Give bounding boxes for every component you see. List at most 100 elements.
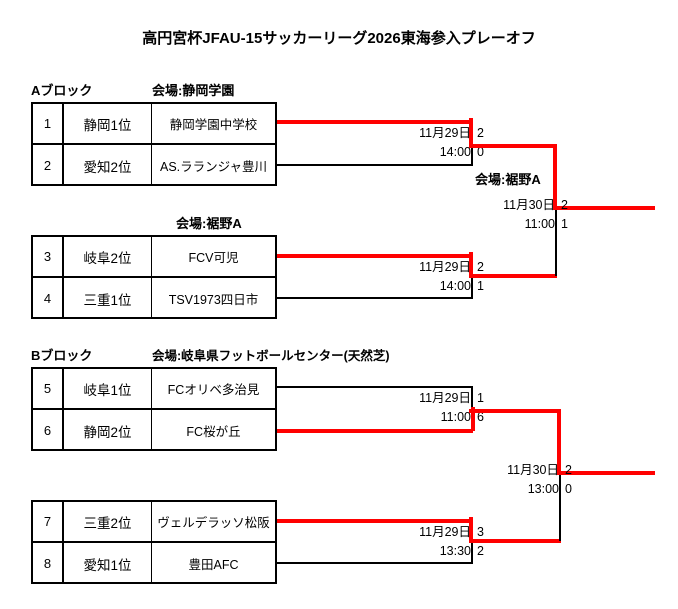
block-label-b: Bブロック [31, 348, 93, 363]
block-label-a: Aブロック [31, 83, 93, 98]
qualifier-rank: 岐阜1位 [64, 369, 152, 408]
feed-line-seed8 [277, 562, 473, 564]
team-name: FC桜が丘 [186, 425, 241, 439]
seed-number: 5 [33, 369, 64, 408]
advance-line-b-sf1 [469, 409, 561, 413]
match-date: 11月29日 [419, 126, 471, 140]
match-score-b-sf1: 1 6 [477, 389, 484, 427]
score-top: 2 [561, 198, 568, 212]
seed-number: 4 [33, 278, 64, 319]
seed-number: 8 [33, 543, 64, 584]
feed-line-seed4 [277, 297, 473, 299]
table-row[interactable]: 2 愛知2位 AS.ラランジャ豊川 [33, 145, 275, 186]
winner-line-a-sf1 [469, 118, 473, 144]
score-bottom: 1 [477, 279, 484, 293]
seed-number: 7 [33, 502, 64, 541]
match-time: 14:00 [439, 279, 471, 293]
winner-line-b-final-top [557, 409, 561, 475]
qualifier-rank: 愛知1位 [64, 543, 152, 584]
champion-line-b [557, 471, 655, 475]
match-pair-2: 3 岐阜2位 FCV可児 4 三重1位 TSV1973四日市 [31, 235, 277, 319]
table-row[interactable]: 3 岐阜2位 FCV可児 [33, 237, 275, 278]
match-date: 11月29日 [419, 525, 471, 539]
match-info-a-sf1: 11月29日 14:00 [345, 124, 471, 162]
venue-b-top: 会場:岐阜県フットボールセンター(天然芝) [152, 349, 390, 363]
seed-number: 6 [33, 410, 64, 451]
match-pair-4: 7 三重2位 ヴェルデラッソ松阪 8 愛知1位 豊田AFC [31, 500, 277, 584]
team-name: FCオリベ多治見 [167, 383, 260, 397]
feed-line-seed6 [277, 429, 473, 433]
score-top: 2 [565, 463, 572, 477]
advance-line-a-sf1 [469, 144, 557, 148]
match-score-a-sf2: 2 1 [477, 258, 484, 296]
score-bottom: 0 [565, 482, 572, 496]
feed-line-seed2 [277, 164, 473, 166]
match-score-a-final: 2 1 [561, 196, 568, 234]
team-name: TSV1973四日市 [168, 293, 259, 307]
venue-a-top: 会場:静岡学園 [152, 83, 235, 98]
match-date: 11月29日 [419, 260, 471, 274]
qualifier-rank: 岐阜2位 [64, 237, 152, 276]
score-top: 2 [477, 126, 484, 140]
feed-line-seed7 [277, 519, 471, 523]
match-info-b-final: 11月30日 13:00 [434, 461, 559, 499]
score-top: 2 [477, 260, 484, 274]
match-score-b-sf2: 3 2 [477, 523, 484, 561]
table-row[interactable]: 6 静岡2位 FC桜が丘 [33, 410, 275, 451]
table-row[interactable]: 5 岐阜1位 FCオリベ多治見 [33, 369, 275, 410]
match-time: 11:00 [440, 410, 471, 424]
feed-line-seed5 [277, 386, 473, 388]
match-date: 11月29日 [419, 391, 471, 405]
score-bottom: 2 [477, 544, 484, 558]
join-line-b-sf1 [471, 386, 473, 416]
page-title: 高円宮杯JFAU-15サッカーリーグ2026東海参入プレーオフ [142, 30, 536, 47]
match-time: 13:00 [527, 482, 559, 496]
team-name: AS.ラランジャ豊川 [159, 160, 268, 174]
seed-number: 1 [33, 104, 64, 143]
match-score-a-sf1: 2 0 [477, 124, 484, 162]
table-row[interactable]: 8 愛知1位 豊田AFC [33, 543, 275, 584]
match-info-b-sf2: 11月29日 13:30 [345, 523, 471, 561]
match-time: 11:00 [524, 217, 555, 231]
feed-line-seed3 [277, 254, 471, 258]
feed-line-seed1 [277, 120, 471, 124]
match-info-a-sf2: 11月29日 14:00 [345, 258, 471, 296]
table-row[interactable]: 7 三重2位 ヴェルデラッソ松阪 [33, 502, 275, 543]
team-name: ヴェルデラッソ松阪 [157, 516, 270, 530]
advance-line-a-sf2 [469, 274, 557, 278]
match-date: 11月30日 [503, 198, 555, 212]
winner-line-a-final-top [553, 144, 557, 210]
match-time: 14:00 [439, 145, 471, 159]
team-name: 豊田AFC [188, 558, 239, 572]
venue-a-final: 会場:裾野A [475, 172, 541, 187]
join-line-b-final [559, 471, 561, 541]
team-name: 静岡学園中学校 [169, 118, 258, 132]
score-bottom: 0 [477, 145, 484, 159]
advance-line-b-sf2 [469, 539, 561, 543]
qualifier-rank: 三重2位 [64, 502, 152, 541]
match-info-b-sf1: 11月29日 11:00 [345, 389, 471, 427]
winner-line-a-sf2 [469, 252, 473, 278]
qualifier-rank: 静岡2位 [64, 410, 152, 451]
winner-line-b-sf1 [471, 407, 475, 431]
match-date: 11月30日 [507, 463, 559, 477]
table-row[interactable]: 1 静岡1位 静岡学園中学校 [33, 104, 275, 145]
score-top: 3 [477, 525, 484, 539]
score-top: 1 [477, 391, 484, 405]
seed-number: 3 [33, 237, 64, 276]
qualifier-rank: 静岡1位 [64, 104, 152, 143]
join-line-a-final [555, 206, 557, 276]
qualifier-rank: 三重1位 [64, 278, 152, 319]
score-bottom: 1 [561, 217, 568, 231]
match-info-a-final: 11月30日 11:00 [430, 196, 555, 234]
qualifier-rank: 愛知2位 [64, 145, 152, 186]
match-score-b-final: 2 0 [565, 461, 572, 499]
team-name: FCV可児 [188, 251, 239, 265]
match-time: 13:30 [439, 544, 471, 558]
score-bottom: 6 [477, 410, 484, 424]
seed-number: 2 [33, 145, 64, 186]
match-pair-1: 1 静岡1位 静岡学園中学校 2 愛知2位 AS.ラランジャ豊川 [31, 102, 277, 186]
venue-a-bottom: 会場:裾野A [176, 216, 242, 231]
champion-line-a [553, 206, 655, 210]
table-row[interactable]: 4 三重1位 TSV1973四日市 [33, 278, 275, 319]
